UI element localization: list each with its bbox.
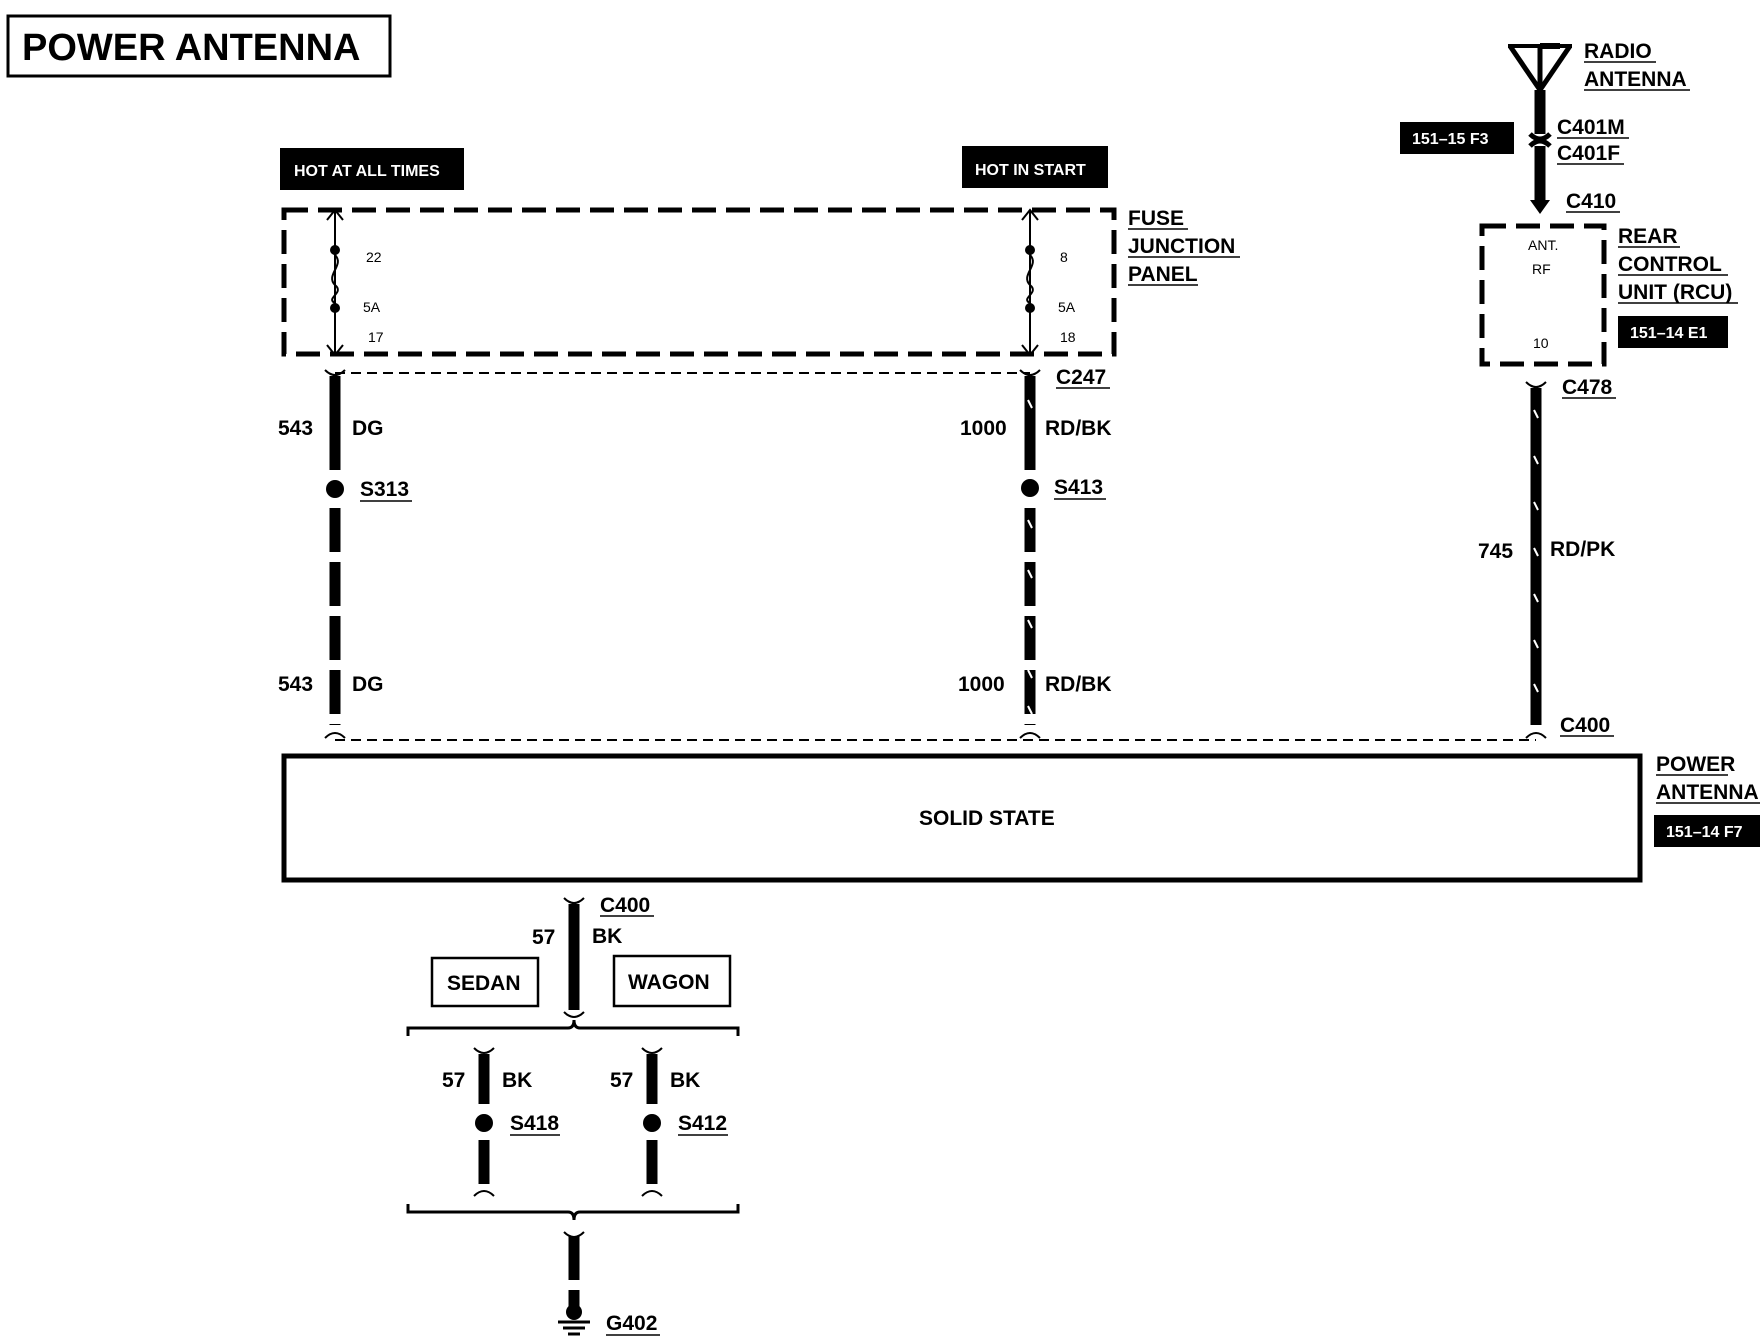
ground-circuit-color-top: BK (592, 925, 622, 948)
power-antenna-module: SOLID STATE POWER ANTENNA 151–14 F7 (281, 753, 1760, 883)
splice-s313-dot (326, 480, 344, 498)
fuse-panel-box (281, 207, 1117, 357)
wagon-label: WAGON (628, 971, 710, 994)
c401f-label: C401F (1557, 142, 1620, 165)
fuse-22: 22 5A 17 (326, 208, 384, 357)
fuse-panel-name-3: PANEL (1128, 263, 1198, 286)
rcu-name-2: CONTROL (1618, 253, 1722, 276)
circuit-543: 543 DG S313 543 DG (278, 369, 412, 739)
rcu-name-3: UNIT (RCU) (1618, 281, 1732, 304)
sedan-circuit-color: BK (502, 1069, 532, 1092)
circuit-543-color-bottom: DG (352, 673, 384, 696)
rcu-ref: 151–14 E1 (1630, 325, 1708, 342)
fuse-22-rating: 5A (363, 299, 381, 315)
wagon-circuit-color: BK (670, 1069, 700, 1092)
diagram-title-box: POWER ANTENNA (6, 14, 392, 78)
solid-state-box (281, 753, 1643, 883)
rcu-pin-10: 10 (1533, 335, 1549, 351)
g402-label: G402 (606, 1312, 657, 1335)
circuit-745-color: RD/PK (1550, 538, 1615, 561)
splice-s412-label: S412 (678, 1112, 727, 1135)
c478-label: C478 (1562, 376, 1613, 399)
sedan-label: SEDAN (447, 972, 521, 995)
wagon-box (612, 954, 732, 1008)
circuit-1000-color-bottom: RD/BK (1045, 673, 1112, 696)
c247-label: C247 (1056, 366, 1106, 389)
fuse-panel-name-1: FUSE (1128, 207, 1184, 230)
splice-s418-dot (475, 1114, 493, 1132)
rcu-pin-rf: RF (1532, 261, 1551, 277)
fuse-22-number: 22 (366, 249, 382, 265)
radio-antenna-name-2: ANTENNA (1584, 68, 1687, 91)
c410-label: C410 (1566, 190, 1616, 213)
ground-c400-label: C400 (600, 894, 650, 917)
splice-s413-label: S413 (1054, 476, 1103, 499)
radio-antenna-name-1: RADIO (1584, 40, 1652, 63)
circuit-1000: 1000 RD/BK S413 1000 RD/BK (958, 369, 1112, 739)
module-name-1: POWER (1656, 753, 1735, 776)
splice-s412-dot (643, 1114, 661, 1132)
circuit-543-num-top: 543 (278, 417, 313, 440)
rcu-pin-ant: ANT. (1528, 237, 1558, 253)
radio-antenna-ref: 151–15 F3 (1412, 131, 1489, 148)
sedan-box (430, 956, 540, 1008)
ground-icon (558, 1304, 590, 1336)
c400-top-label: C400 (1560, 714, 1610, 737)
rear-control-unit: ANT. RF 10 REAR CONTROL UNIT (RCU) 151–1… (1479, 223, 1738, 367)
sedan-circuit-num: 57 (442, 1069, 465, 1092)
splice-s413-dot (1021, 479, 1039, 497)
circuit-1000-num-bottom: 1000 (958, 673, 1005, 696)
c401m-label: C401M (1557, 116, 1625, 139)
solid-state-label: SOLID STATE (919, 807, 1055, 830)
fuse-8: 8 5A 18 (1021, 208, 1076, 357)
hot-at-all-times-label: HOT AT ALL TIMES (294, 163, 440, 180)
fuse-22-pin: 17 (368, 329, 384, 345)
circuit-543-color-top: DG (352, 417, 384, 440)
circuit-1000-color-top: RD/BK (1045, 417, 1112, 440)
fuse-8-pin: 18 (1060, 329, 1076, 345)
wagon-circuit-num: 57 (610, 1069, 633, 1092)
fuse-8-rating: 5A (1058, 299, 1076, 315)
circuit-745-num: 745 (1478, 540, 1513, 563)
radio-antenna: RADIO ANTENNA 151–15 F3 C401M C401F C410 (1400, 40, 1690, 214)
connector-c247: C247 (335, 366, 1110, 389)
rcu-name-1: REAR (1618, 225, 1678, 248)
fuse-8-number: 8 (1060, 249, 1068, 265)
splice-s313-label: S313 (360, 478, 409, 501)
fuse-panel-name-2: JUNCTION (1128, 235, 1235, 258)
module-name-2: ANTENNA (1656, 781, 1759, 804)
circuit-1000-num-top: 1000 (960, 417, 1007, 440)
splice-s418-label: S418 (510, 1112, 559, 1135)
circuit-745: C478 745 RD/PK C400 (1478, 376, 1616, 739)
circuit-543-num-bottom: 543 (278, 673, 313, 696)
rcu-box (1479, 223, 1607, 367)
ground-circuit-num-top: 57 (532, 926, 555, 949)
ground-circuit: C400 57 BK SEDAN WAGON 57 BK S418 57 BK … (406, 894, 740, 1336)
hot-in-start-label: HOT IN START (975, 162, 1086, 179)
fuse-junction-panel: HOT AT ALL TIMES HOT IN START FUSE JUNCT… (280, 146, 1240, 357)
module-ref: 151–14 F7 (1666, 824, 1743, 841)
diagram-title: POWER ANTENNA (22, 27, 360, 69)
